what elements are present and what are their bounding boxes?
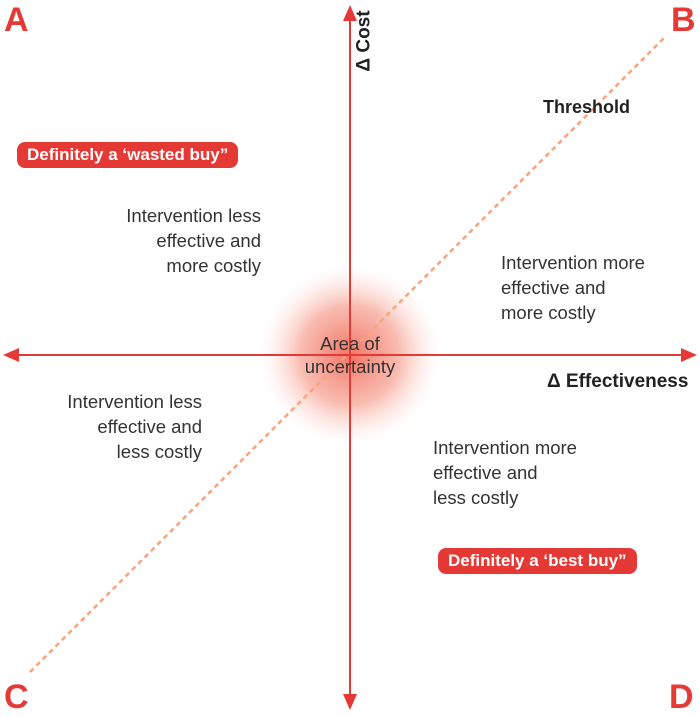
x-axis-arrow-right bbox=[681, 348, 697, 362]
quadrant-line: Intervention more bbox=[433, 437, 577, 458]
quadrant-line: Intervention less bbox=[126, 205, 261, 226]
quadrant-bottom-left-text: Intervention less effective and less cos… bbox=[22, 389, 202, 464]
corner-label-c: C bbox=[4, 678, 29, 716]
corner-label-d: D bbox=[669, 678, 694, 716]
quadrant-line: more costly bbox=[166, 255, 261, 276]
wasted-buy-badge: Definitely a ‘wasted buy” bbox=[17, 142, 239, 168]
quadrant-line: Intervention more bbox=[501, 252, 645, 273]
quadrant-line: effective and bbox=[156, 230, 261, 251]
quadrant-line: less costly bbox=[433, 487, 519, 508]
quadrant-line: effective and bbox=[501, 277, 606, 298]
uncertainty-line: Area of bbox=[320, 333, 380, 354]
quadrant-line: effective and bbox=[97, 416, 202, 437]
corner-label-b: B bbox=[671, 1, 696, 39]
y-axis-label: Δ Cost bbox=[353, 10, 375, 72]
quadrant-line: more costly bbox=[501, 302, 596, 323]
quadrant-line: Intervention less bbox=[67, 391, 202, 412]
x-axis-label: Δ Effectiveness bbox=[547, 371, 689, 392]
quadrant-top-left-text: Intervention less effective and more cos… bbox=[80, 203, 261, 278]
corner-label-a: A bbox=[4, 1, 29, 39]
quadrant-bottom-right-text: Intervention more effective and less cos… bbox=[433, 435, 623, 510]
y-axis-arrow-down bbox=[343, 694, 357, 710]
best-buy-badge: Definitely a ‘best buy” bbox=[438, 548, 637, 574]
threshold-label: Threshold bbox=[543, 97, 631, 117]
uncertainty-label: Area of uncertainty bbox=[280, 332, 420, 378]
y-axis-arrow-up bbox=[343, 5, 357, 21]
quadrant-line: effective and bbox=[433, 462, 538, 483]
quadrant-line: less costly bbox=[116, 441, 202, 462]
threshold-line bbox=[29, 37, 665, 673]
x-axis-arrow-left bbox=[3, 348, 19, 362]
quadrant-top-right-text: Intervention more effective and more cos… bbox=[501, 250, 691, 325]
uncertainty-line: uncertainty bbox=[304, 356, 396, 377]
